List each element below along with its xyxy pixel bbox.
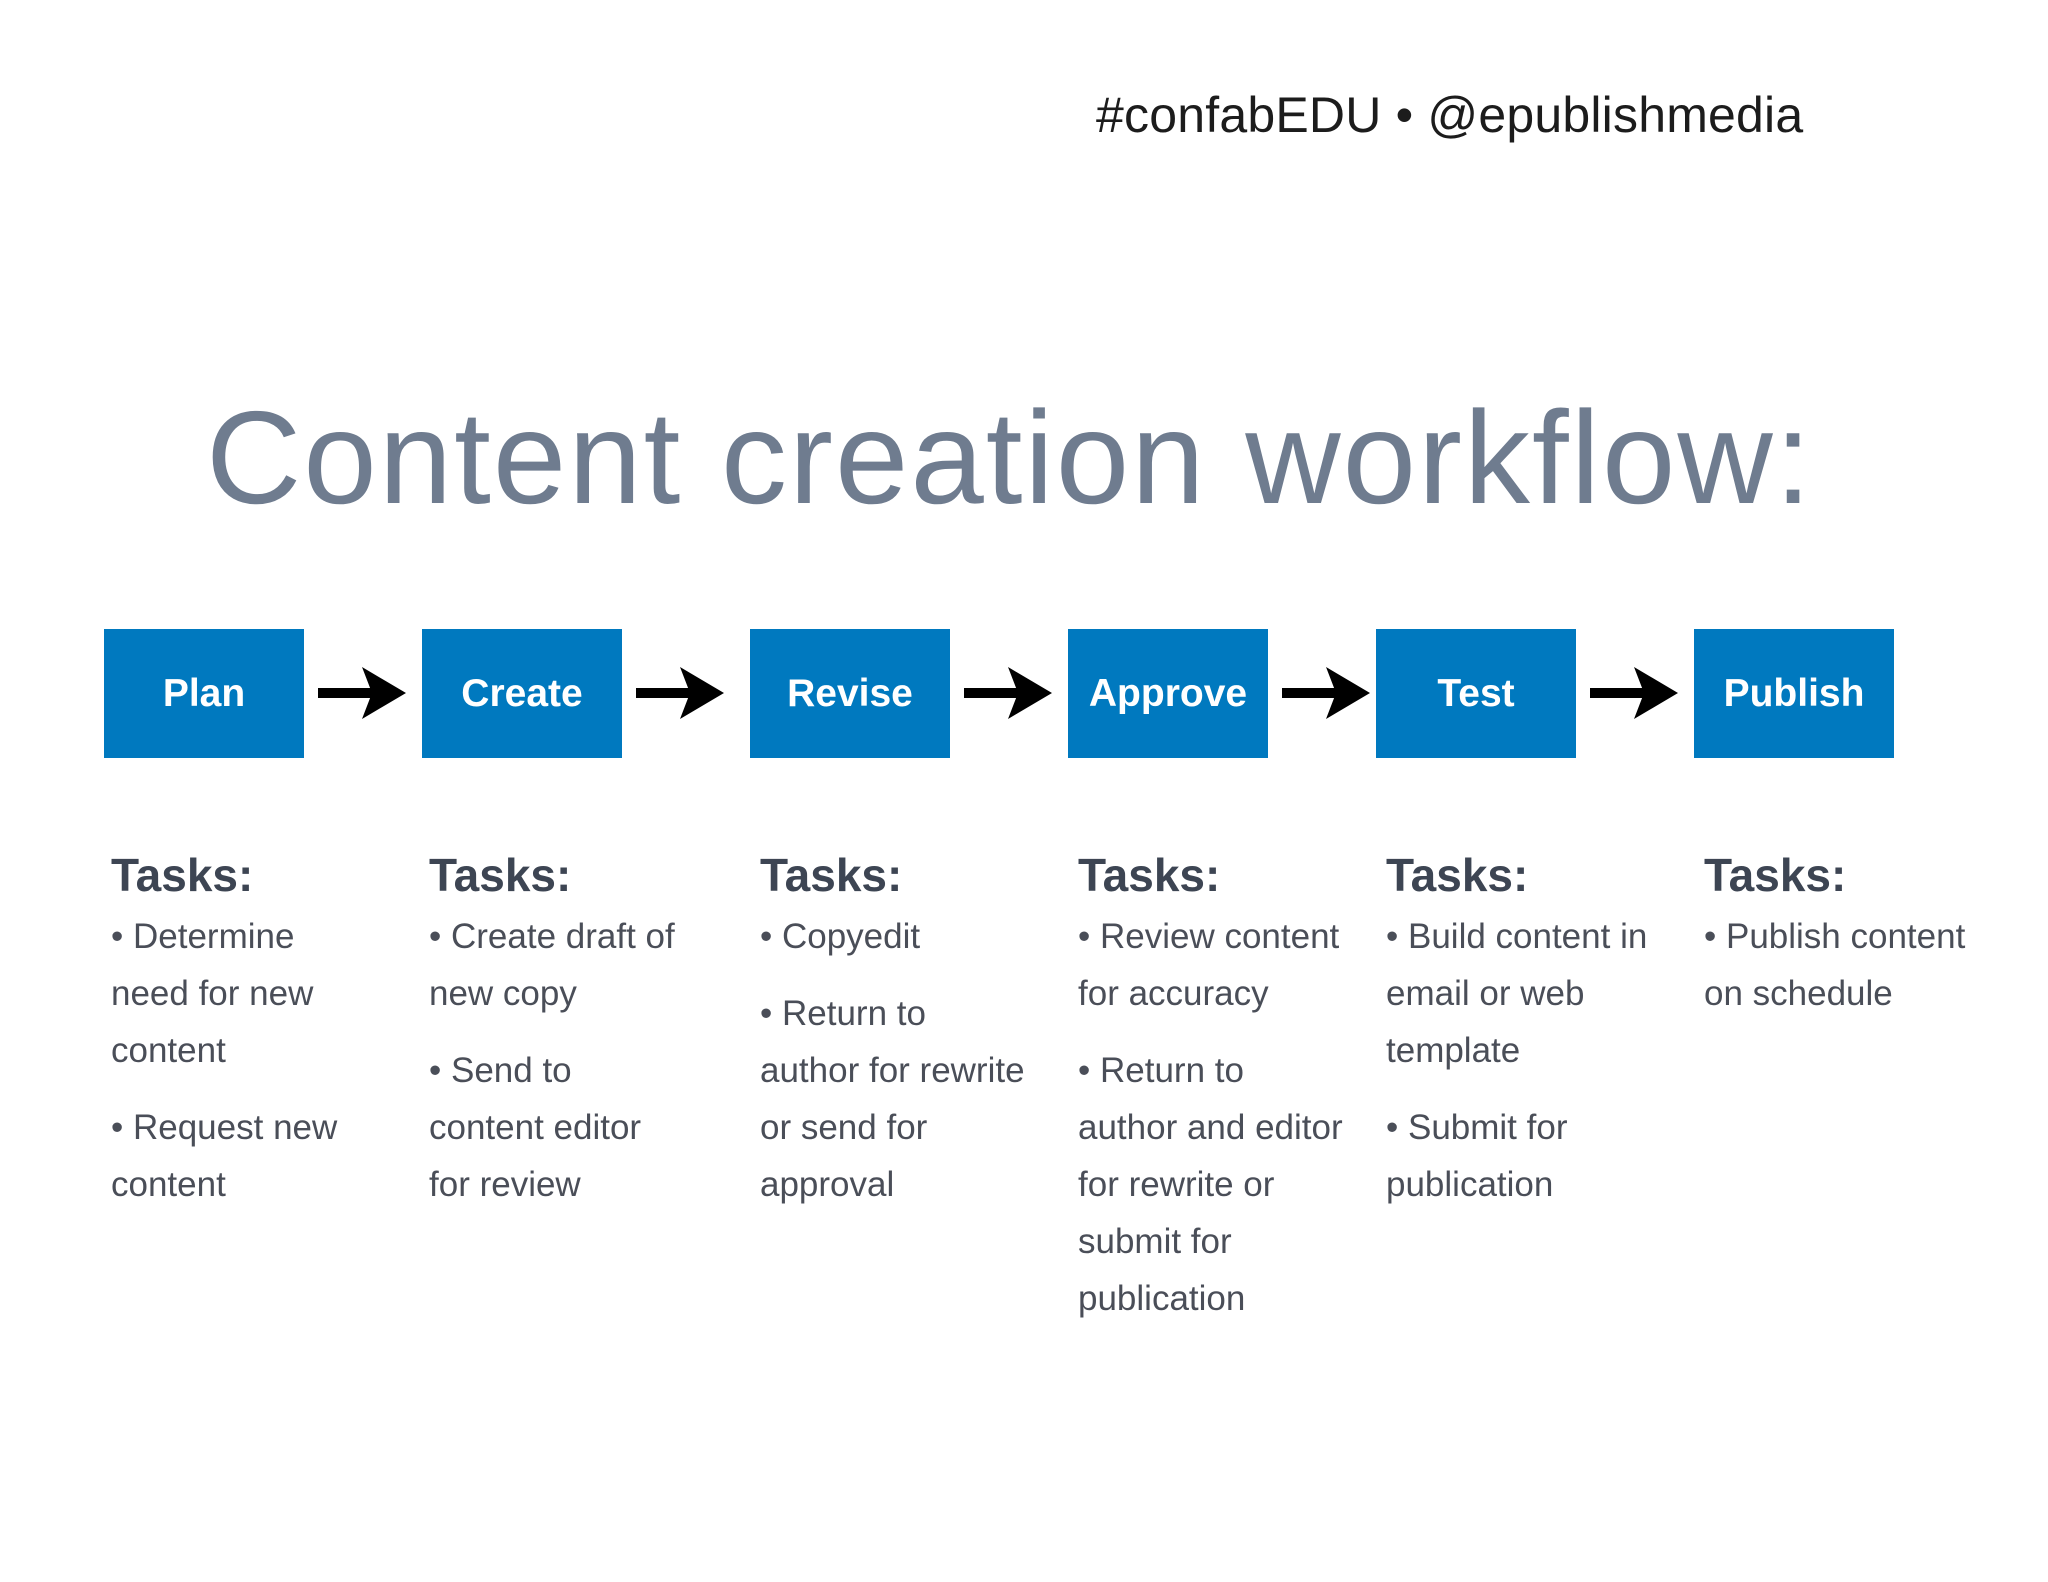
task-item: • Determine need for new content bbox=[111, 917, 314, 1070]
tasks-column-publish: Tasks: • Publish content on schedule bbox=[1704, 846, 2004, 1042]
step-box-revise: Revise bbox=[750, 629, 950, 758]
task-item: • Return to author and editor for rewrit… bbox=[1078, 1051, 1343, 1318]
task-item: • Copyedit bbox=[760, 917, 921, 956]
tasks-column-revise: Tasks: • Copyedit • Return to author for… bbox=[760, 846, 1060, 1233]
arrow-right-icon bbox=[964, 667, 1052, 719]
step-box-publish: Publish bbox=[1694, 629, 1894, 758]
task-item: • Send to content editor for review bbox=[429, 1051, 642, 1204]
arrow-right-icon bbox=[1282, 667, 1370, 719]
arrow-right-icon bbox=[1590, 667, 1678, 719]
arrow-right-icon bbox=[318, 667, 406, 719]
tasks-heading: Tasks: bbox=[1386, 849, 1529, 901]
task-item: • Create draft of new copy bbox=[429, 917, 675, 1013]
step-box-create: Create bbox=[422, 629, 622, 758]
step-box-approve: Approve bbox=[1068, 629, 1268, 758]
step-box-plan: Plan bbox=[104, 629, 304, 758]
task-item: • Publish content on schedule bbox=[1704, 917, 1966, 1013]
task-item: • Return to author for rewrite or send f… bbox=[760, 994, 1025, 1204]
tasks-heading: Tasks: bbox=[1078, 849, 1221, 901]
task-item: • Review content for accuracy bbox=[1078, 917, 1340, 1013]
tasks-column-plan: Tasks: • Determine need for new content … bbox=[111, 846, 411, 1233]
tasks-column-test: Tasks: • Build content in email or web t… bbox=[1386, 846, 1686, 1233]
tasks-heading: Tasks: bbox=[429, 849, 572, 901]
task-item: • Build content in email or web template bbox=[1386, 917, 1648, 1070]
tasks-heading: Tasks: bbox=[111, 849, 254, 901]
page-title: Content creation workflow: bbox=[206, 384, 1814, 531]
task-item: • Submit for publication bbox=[1386, 1108, 1568, 1204]
hashtag-handle: #confabEDU • @epublishmedia bbox=[1096, 87, 1804, 143]
tasks-column-create: Tasks: • Create draft of new copy • Send… bbox=[429, 846, 729, 1233]
tasks-heading: Tasks: bbox=[1704, 849, 1847, 901]
task-item: • Request new content bbox=[111, 1108, 338, 1204]
tasks-column-approve: Tasks: • Review content for accuracy • R… bbox=[1078, 846, 1378, 1347]
step-box-test: Test bbox=[1376, 629, 1576, 758]
tasks-heading: Tasks: bbox=[760, 849, 903, 901]
arrow-right-icon bbox=[636, 667, 724, 719]
